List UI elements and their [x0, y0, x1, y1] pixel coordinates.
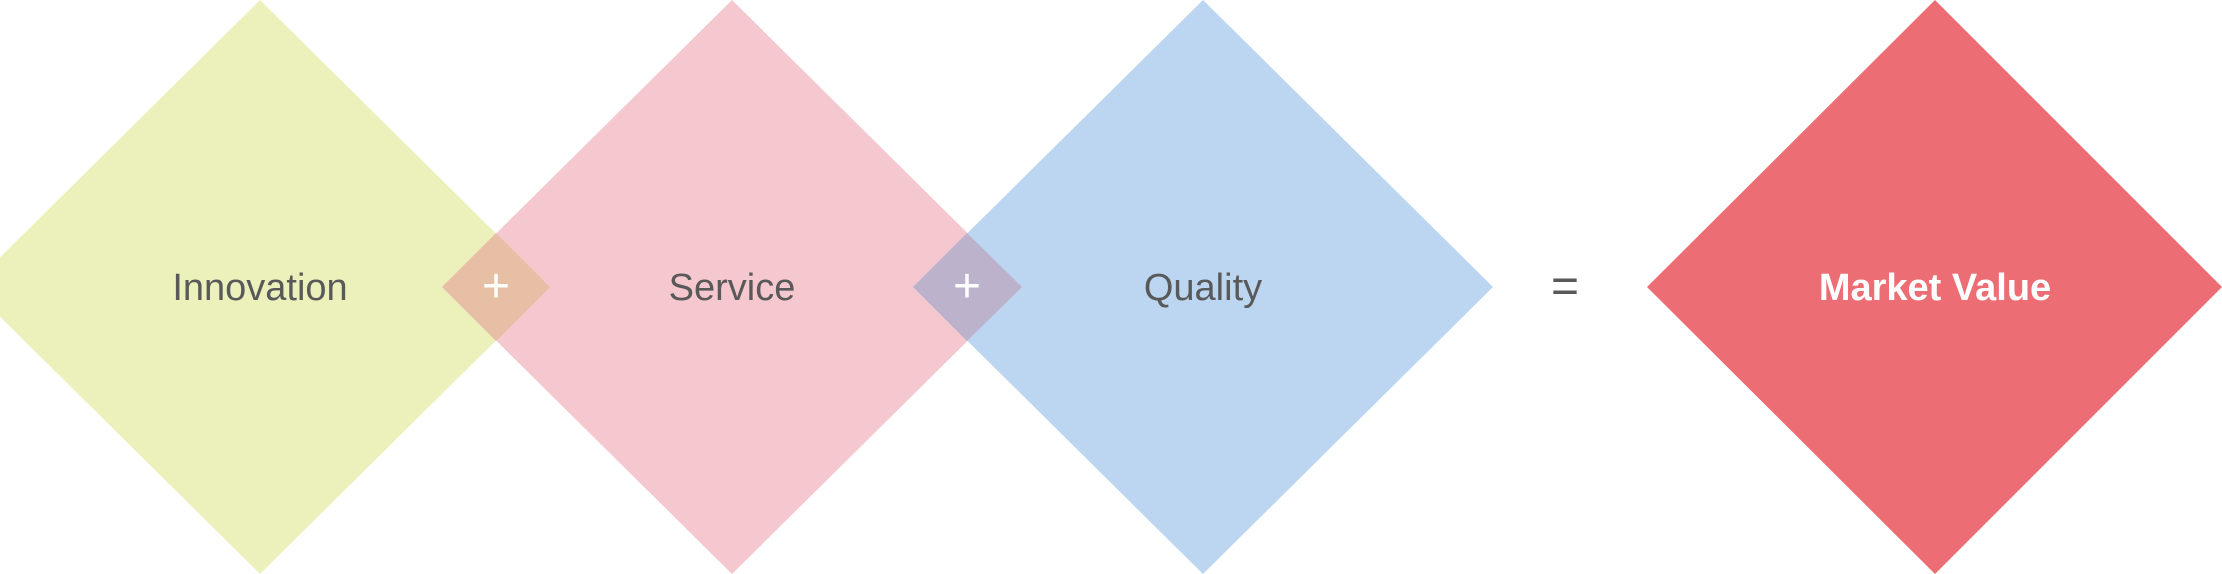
label-service: Service [669, 267, 796, 309]
label-market-value: Market Value [1819, 267, 2051, 309]
overlap-innovation-service [442, 233, 550, 341]
diamond-service [442, 0, 1022, 574]
plus-icon: + [953, 260, 981, 313]
diamond-market-value [1647, 0, 2222, 574]
label-innovation: Innovation [172, 267, 347, 309]
diamond-quality [913, 0, 1493, 574]
diamond-innovation [0, 0, 550, 574]
overlap-service-quality [913, 233, 1022, 341]
plus-icon: + [482, 260, 510, 313]
label-quality: Quality [1144, 267, 1262, 309]
equals-icon: = [1551, 260, 1579, 313]
